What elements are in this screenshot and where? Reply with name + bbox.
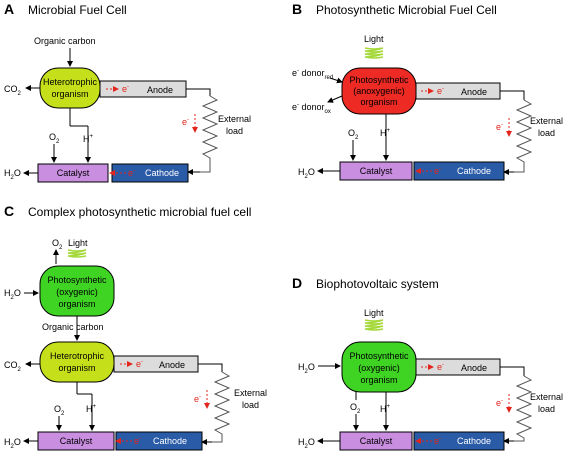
anode-label: Anode — [147, 85, 173, 95]
panel-letter: D — [292, 275, 302, 291]
organism-line-1: Photosynthetic — [47, 275, 107, 285]
anode-label: Anode — [159, 360, 185, 370]
oxygen-out-label: O2 — [52, 238, 63, 251]
oxygen-label: O2 — [54, 404, 65, 417]
cathode-label: Cathode — [153, 436, 187, 446]
panel-c: C Complex photosynthetic microbial fuel … — [4, 203, 267, 451]
load-line-1: External — [530, 116, 563, 126]
organism-line-1: Heterotrophic — [43, 77, 98, 87]
electron-label: e- — [128, 168, 135, 178]
panel-a: A Microbial Fuel Cell Organic carbon Het… — [4, 1, 251, 183]
electron-label: e- — [434, 166, 441, 176]
donor-red-label: e- donorred — [292, 68, 333, 81]
water-label: H2O — [4, 437, 21, 450]
electron-label: e- — [437, 86, 444, 96]
electron-label: e- — [194, 394, 201, 404]
panel-letter: A — [4, 1, 14, 17]
panel-b: B Photosynthetic Microbial Fuel Cell Lig… — [292, 1, 563, 181]
cathode-label: Cathode — [457, 436, 491, 446]
light-label: Light — [364, 308, 384, 318]
catalyst-label: Catalyst — [57, 168, 90, 178]
organism-line-2: (oxygenic) — [358, 363, 400, 373]
organism-line-2: organism — [51, 89, 88, 99]
electron-label: e- — [136, 359, 143, 369]
panel-title: Complex photosynthetic microbial fuel ce… — [28, 205, 251, 219]
electron-label: e- — [496, 122, 503, 132]
load-line-2: load — [538, 128, 555, 138]
light-label: Light — [364, 34, 384, 44]
load-line-1: External — [234, 388, 267, 398]
light-icon — [67, 249, 87, 258]
electron-label: e- — [182, 117, 189, 127]
organic-carbon-label: Organic carbon — [34, 36, 96, 46]
anode-label: Anode — [461, 363, 487, 373]
donor-ox-label: e- donorox — [292, 102, 331, 115]
organism-line-1: Heterotrophic — [50, 351, 105, 361]
cathode — [413, 431, 505, 451]
water-in-label: H2O — [298, 362, 315, 375]
anode-label: Anode — [461, 87, 487, 97]
load-line-1: External — [218, 114, 251, 124]
electron-label: e- — [122, 84, 129, 94]
organism-line-1: Photosynthetic — [349, 351, 409, 361]
proton-label: H+ — [380, 128, 391, 138]
oxygen-label: O2 — [49, 132, 60, 145]
proton-label: H+ — [380, 404, 391, 414]
oxygen-label: O2 — [348, 128, 359, 141]
catalyst-label: Catalyst — [360, 166, 393, 176]
cathode-label: Cathode — [457, 166, 491, 176]
light-icon — [364, 47, 384, 59]
external-load — [504, 375, 533, 442]
catalyst-label: Catalyst — [360, 436, 393, 446]
water-label: H2O — [298, 167, 315, 180]
heterotrophic-organism — [39, 67, 101, 109]
water-in-label: H2O — [4, 288, 21, 301]
light-icon — [364, 319, 384, 331]
anode — [113, 355, 199, 373]
load-line-2: load — [242, 400, 259, 410]
water-label: H2O — [298, 437, 315, 450]
panel-d: D Biophotovoltaic system Light H2O Photo… — [292, 275, 563, 451]
anode — [415, 82, 501, 100]
heterotrophic-organism — [39, 341, 115, 383]
anode — [415, 358, 501, 376]
panel-title: Microbial Fuel Cell — [28, 3, 127, 17]
catalyst-label: Catalyst — [60, 436, 93, 446]
organism-line-1: Photosynthetic — [349, 75, 409, 85]
proton-label: H+ — [83, 134, 94, 144]
load-line-2: load — [538, 404, 555, 414]
organic-carbon-label: Organic carbon — [42, 322, 104, 332]
electron-label: e- — [437, 362, 444, 372]
panel-letter: B — [292, 1, 302, 17]
organism-line-2: organism — [58, 363, 95, 373]
water-label: H2O — [4, 168, 21, 181]
panel-title: Biophotovoltaic system — [316, 277, 439, 291]
electron-label: e- — [434, 436, 441, 446]
panel-letter: C — [4, 203, 14, 219]
cathode — [413, 161, 505, 181]
organism-line-3: organism — [58, 299, 95, 309]
co2-label: CO2 — [4, 360, 22, 373]
light-label: Light — [68, 238, 88, 248]
oxygen-label: O2 — [350, 402, 361, 415]
organism-line-3: organism — [360, 375, 397, 385]
cathode-label: Cathode — [145, 168, 179, 178]
external-load — [188, 95, 219, 173]
load-line-2: load — [226, 126, 243, 136]
organism-line-2: (anoxygenic) — [353, 86, 405, 96]
load-line-1: External — [530, 392, 563, 402]
organism-line-2: (oxygenic) — [56, 287, 98, 297]
external-load — [202, 371, 231, 443]
organism-line-3: organism — [360, 97, 397, 107]
co2-label: CO2 — [4, 84, 22, 97]
electron-label: e- — [496, 398, 503, 408]
panel-title: Photosynthetic Microbial Fuel Cell — [316, 3, 497, 17]
anode — [99, 80, 187, 98]
proton-label: H+ — [86, 404, 97, 414]
external-load — [504, 99, 533, 173]
electron-label: e- — [134, 436, 141, 446]
